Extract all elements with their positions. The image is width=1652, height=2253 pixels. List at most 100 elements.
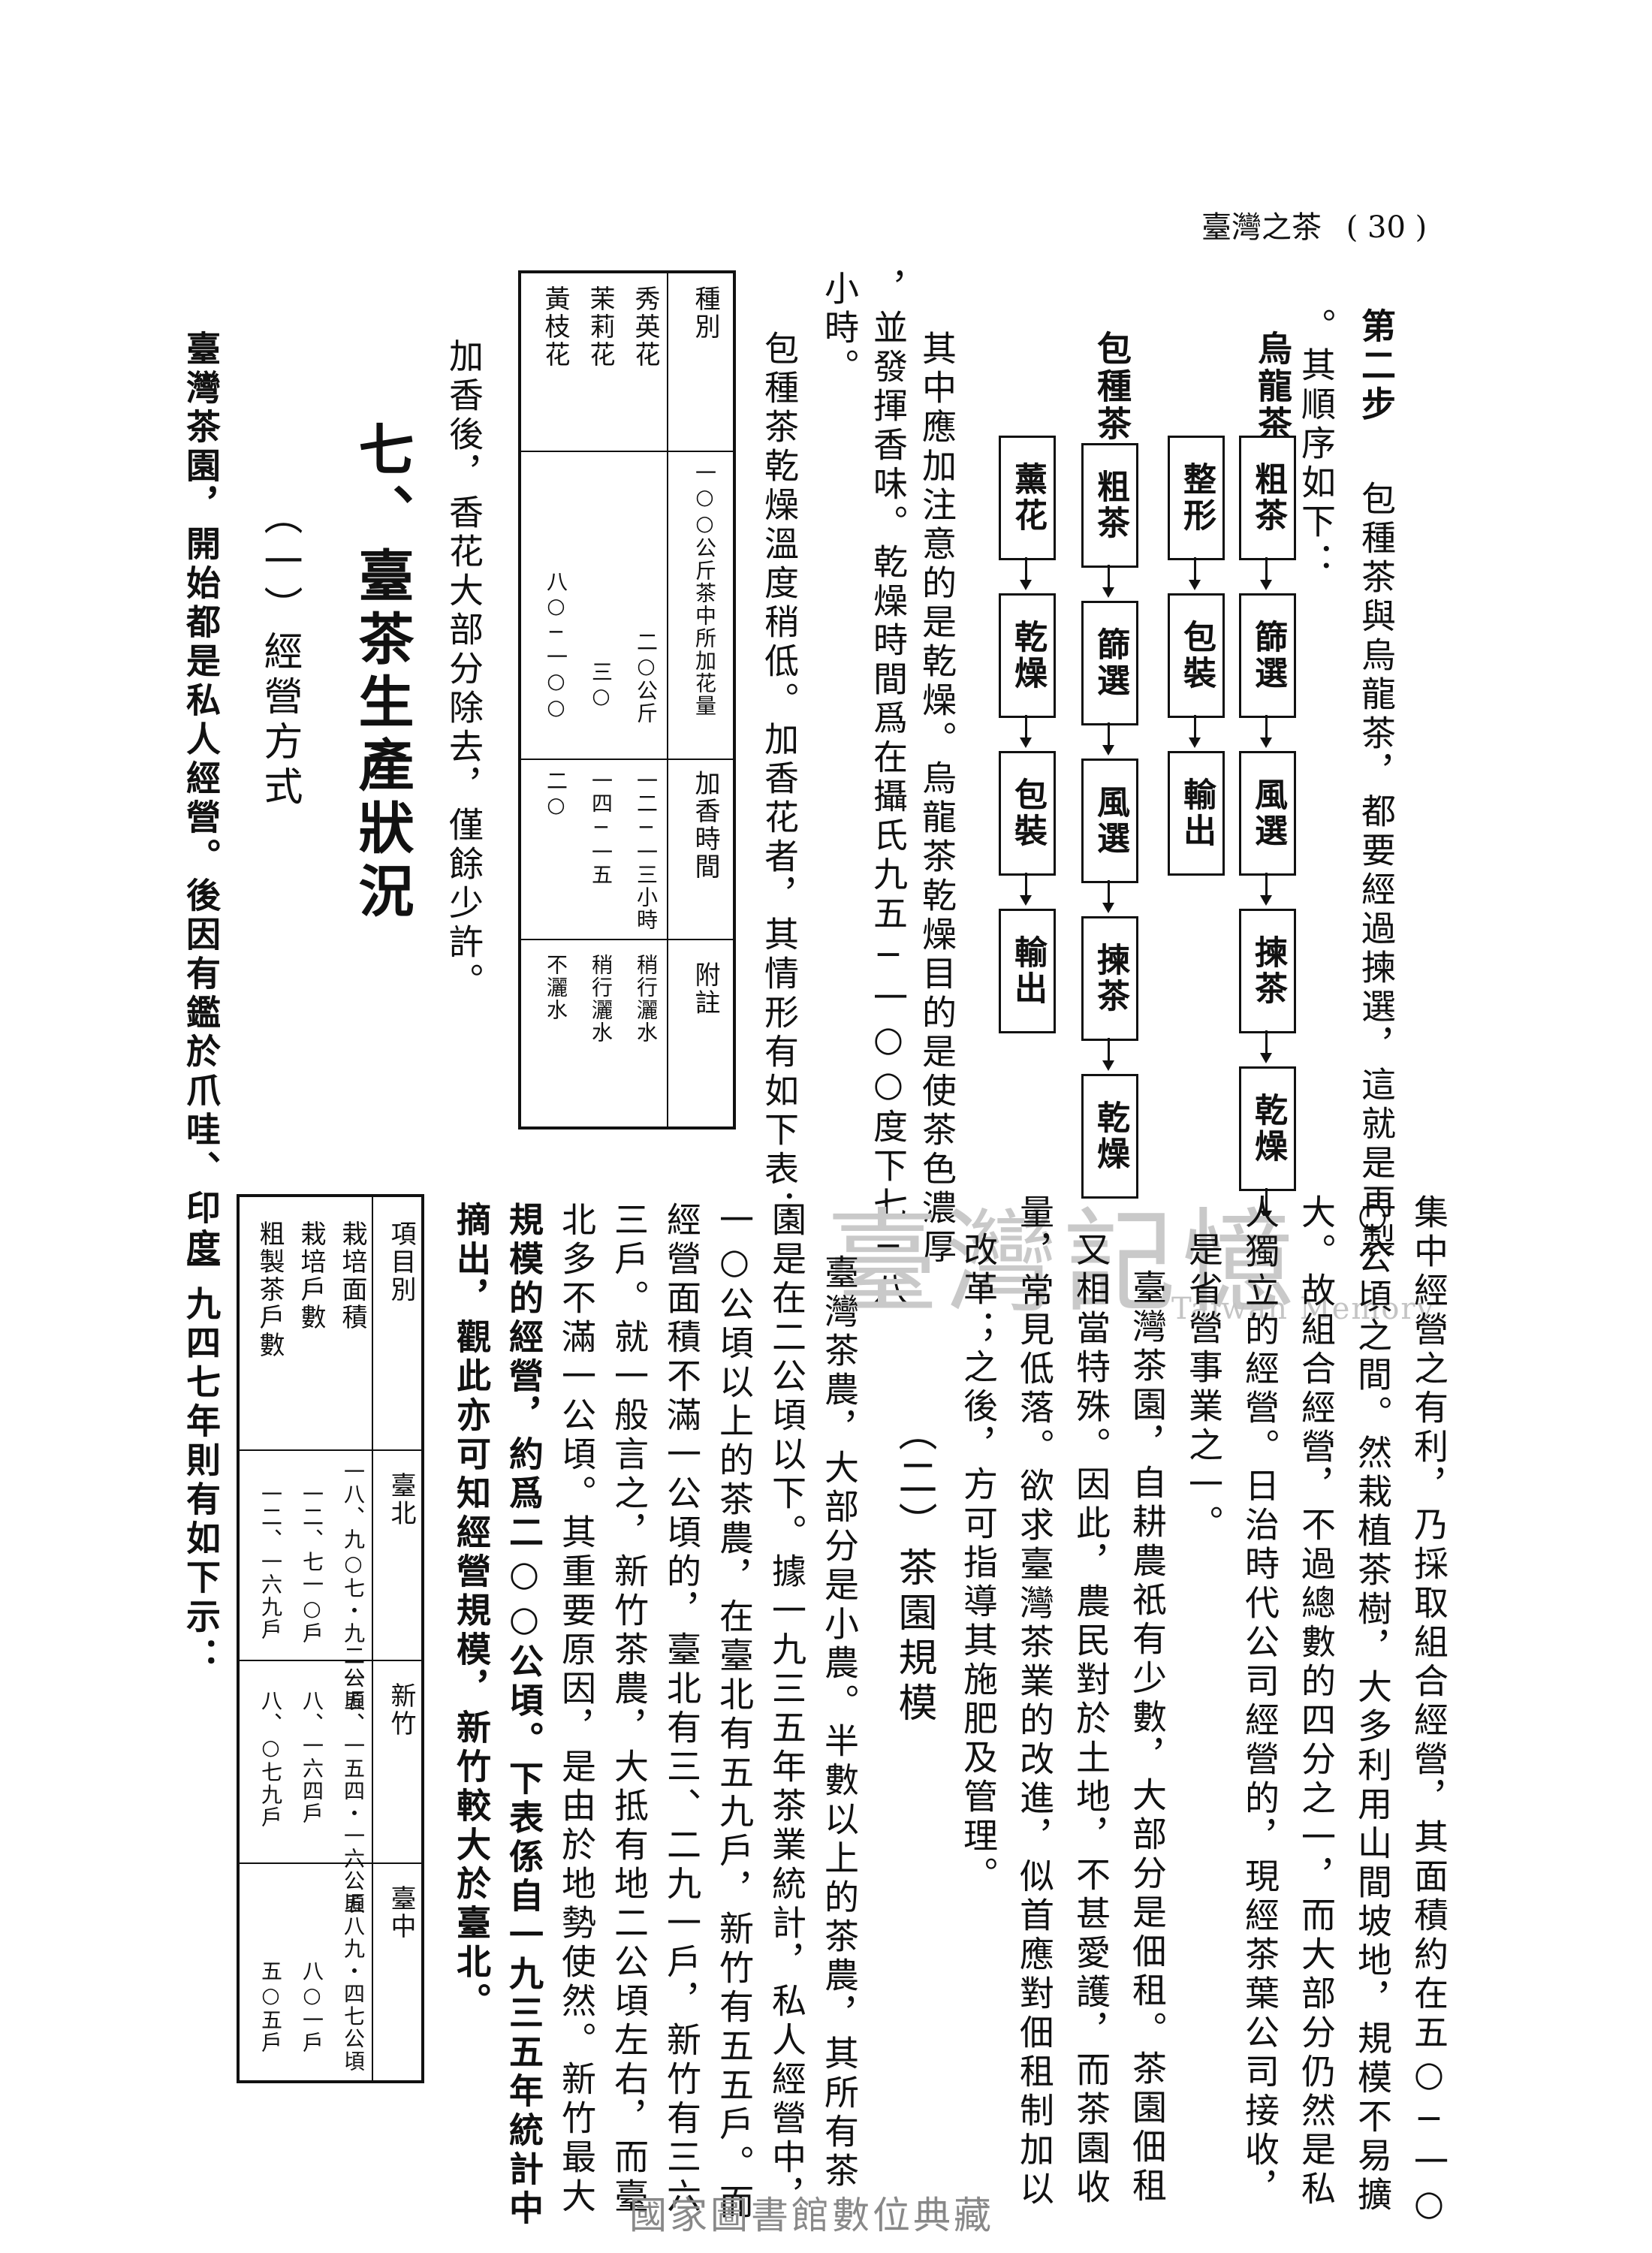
oolong-step-4: 揀茶 [1239,909,1296,1033]
flower-th-note: 附註 [690,961,720,1017]
arrow-icon [1260,873,1272,906]
flower-r1-type: 秀英花 [630,285,660,369]
step2-text1: 包種茶與烏龍茶，都要經過揀選，這就是再製 [1356,481,1397,1262]
left-col-9: 改革；之後，方可指導其施肥及管理。 [958,1232,999,1896]
flower-r1-time: 一二─一三小時 [634,770,659,931]
oolong-step-8: 輸出 [1168,751,1225,876]
scale-th-taipei: 臺北 [386,1472,416,1528]
header-title: 臺灣之茶 [1201,210,1322,245]
arrow-icon [1020,715,1032,748]
footer-collection: 國家圖書館數位典藏 [629,2194,994,2237]
scale-r2-taichung: 八○一戶 [300,1960,324,2054]
oolong-label: 烏龍茶 [1253,330,1293,443]
flower-r3-amount: 八○─一○○ [544,571,568,721]
flower-th-time: 加香時間 [690,770,720,881]
flower-r2-note: 稍行灑水 [589,954,613,1044]
scale-r2-label: 栽培戶數 [296,1220,326,1332]
scale-r3-taipei: 一二、一六九戶 [258,1483,283,1641]
arrow-icon [1102,565,1114,598]
left2-col-4: 經營面積不滿一公頃的，臺北有三、二九一戶，新竹有三六 [662,1202,702,2217]
left-col-6: 臺灣茶園，自耕農祇有少數，大部分是佃租。茶園佃租 [1127,1269,1168,2206]
flower-r3-time: 二○ [544,770,568,819]
scale-th-taichung: 臺中 [386,1885,416,1941]
pouchong-step-4: 揀茶 [1081,916,1138,1041]
last-line: 一九四七年則有如下示： [181,1247,222,1676]
pouchong-step-8: 包裝 [999,751,1056,876]
scale-r3-hsinchu: 八、○七九戶 [258,1690,283,1829]
page-number: ( 30 ) [1346,210,1427,245]
scale-r2-hsinchu: 八、一六四戶 [300,1690,324,1825]
para3: 加香後，香花大部分除去，僅餘少許。 [444,338,484,1002]
watermark-logo: 臺灣記憶 [826,1198,1301,1329]
arrow-icon [1189,715,1201,748]
subsection-2-heading: （二）茶園規模 [891,1412,936,1727]
oolong-step-2: 篩選 [1239,593,1296,718]
left-col-2: ○公頃之間。然栽植茶樹，大多利用山間坡地，規模不易擴 [1352,1194,1393,2215]
left2-col-6: 北多不滿一公頃。其重要原因，是由於地勢使然。新竹最大 [556,1202,597,2217]
para1-line1: 其中應加注意的是乾燥。烏龍茶乾燥目的是使茶色濃厚 [917,330,957,1268]
flower-r1-amount: 二○公斤 [634,631,659,725]
flower-r1-note: 稍行灑水 [634,954,659,1044]
scale-r1-hsinchu: 一五、一五四・一六公頃 [341,1667,366,1915]
left-col-7: 又相當特殊。因此，農民對於土地，不甚愛護，而茶園收 [1071,1232,1111,2208]
flower-th-type: 種別 [690,285,720,341]
scale-r3-taichung: 五○五戶 [258,1960,283,2054]
left-col-1: 集中經營之有利，乃採取組合經營，其面積約在五○─一○ [1409,1194,1449,2227]
pouchong-step-1: 粗茶 [1081,443,1138,568]
oolong-step-1: 粗茶 [1239,436,1296,560]
flower-th-amount: 一○○公斤茶中所加花量 [692,462,717,717]
pouchong-step-7: 乾燥 [999,593,1056,718]
arrow-icon [1189,557,1201,590]
subsection-1-heading: （一）經營方式 [257,496,302,811]
flower-r2-time: 一四─一五 [589,770,613,886]
scale-r2-taipei: 一二、七一○戶 [300,1483,324,1645]
arrow-icon [1020,873,1032,906]
arrow-icon [1102,1038,1114,1071]
left2-col-7: 規模的經營，約爲二○○公頃。下表係自一九三五年統計中 [504,1202,544,2229]
page-header: 臺灣之茶 ( 30 ) [1201,203,1427,246]
left-col-8: 量，常見低落。欲求臺灣茶業的改進，似首應對佃租制加以 [1014,1194,1055,2209]
pouchong-step-5: 乾燥 [1081,1074,1138,1199]
step2-label: 第二步 [1356,308,1397,425]
para4: 臺灣茶園，開始都是私人經營。後因有鑑於爪哇、印度 [181,330,222,1268]
pouchong-label: 包種茶 [1092,330,1132,443]
pouchong-step-9: 輸出 [999,909,1056,1033]
step2-text2: 。其順序如下： [1296,308,1337,581]
arrow-icon [1260,1030,1272,1063]
arrow-icon [1260,715,1272,748]
left2-col-2: 園是在二公頃以下。據一九三五年茶業統計，私人經營中， [767,1202,807,2217]
scale-th-hsinchu: 新竹 [386,1682,416,1738]
oolong-step-6: 整形 [1168,436,1225,560]
flower-r2-amount: 三○ [589,661,613,710]
scale-th-item: 項目別 [386,1220,416,1304]
left2-col-5: 三戶。就一般言之，新竹茶農，大抵有地二公頃左右，而臺 [609,1202,650,2217]
flower-r2-type: 茉莉花 [585,285,615,369]
left-col-3: 大。故組合經營，不過總數的四分之一，而大部分仍然是私 [1296,1194,1337,2209]
arrow-icon [1102,722,1114,756]
arrow-icon [1260,1188,1272,1221]
watermark-sub: Taiwan Memory [1171,1292,1436,1326]
scale-r1-taichung: 五八九・四七公頃 [341,1893,366,2073]
oolong-step-7: 包裝 [1168,593,1225,718]
arrow-icon [1020,557,1032,590]
arrow-icon [1260,557,1272,590]
flower-r3-note: 不灑水 [544,954,568,1021]
left2-col-8: 摘出，觀此亦可知經營規模，新竹較大於臺北。 [451,1202,492,2022]
left-col-5: 是省營事業之一。 [1183,1232,1224,1544]
flower-r3-type: 黃枝花 [540,285,570,369]
para1-line3: 小時。 [819,270,860,388]
oolong-step-3: 風選 [1239,751,1296,876]
para2: 包種茶乾燥溫度稍低。加香花者，其情形有如下表： [759,330,800,1229]
pouchong-step-2: 篩選 [1081,601,1138,725]
pouchong-step-3: 風選 [1081,759,1138,883]
scale-r3-label: 粗製茶戶數 [255,1220,285,1359]
left2-col-3: 一○公頃以上的茶農，在臺北有五九戶，新竹有五五戶。而 [714,1202,755,2223]
left-col-4: 人獨立的經營。日治時代公司經營的，現經茶葉公司接收， [1240,1194,1280,2209]
left2-col-1: 臺灣茶農，大部分是小農。半數以上的茶農，其所有茶 [819,1254,860,2191]
section-7-heading: 七、臺茶生產狀況 [349,421,414,925]
arrow-icon [1102,880,1114,913]
pouchong-step-6: 薰花 [999,436,1056,560]
scale-r1-taipei: 一八、九○七・九二公頃 [341,1461,366,1712]
scale-r1-label: 栽培面積 [337,1220,367,1332]
para1-line2: ，並發揮香味。乾燥時間爲在攝氏九五─一○○度下七─八 [868,270,909,1310]
